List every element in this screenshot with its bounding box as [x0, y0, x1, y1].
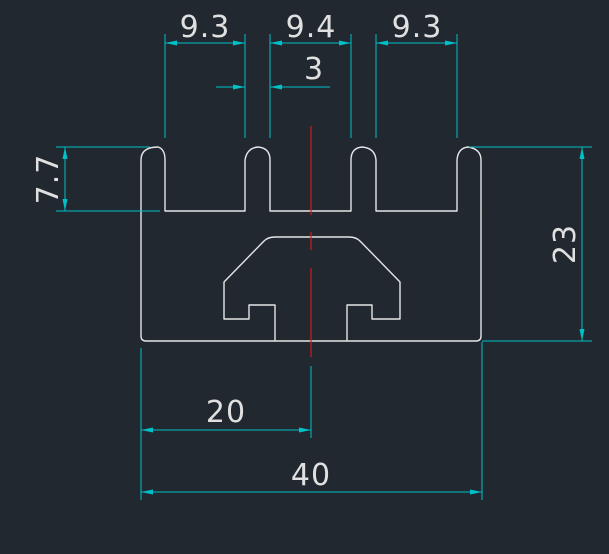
dim-half-width: 20 [206, 395, 246, 430]
dim-slot-depth: 7.7 [31, 154, 66, 205]
profile-outline [140, 146, 482, 342]
dim-overall-width: 40 [291, 458, 331, 493]
overall-height-dimension: 23 [469, 146, 592, 342]
dim-slot-width-middle: 9.4 [286, 10, 337, 45]
half-width-dimension: 20 [140, 348, 312, 438]
dim-overall-height: 23 [548, 224, 583, 264]
profile-outer-contour [140, 146, 482, 342]
dim-slot-width-right: 9.3 [392, 10, 443, 45]
dim-slot-width-left: 9.3 [180, 10, 231, 45]
profile-inner-t-slot [223, 236, 401, 341]
overall-width-dimension: 40 [140, 342, 483, 500]
slot-depth-dimension: 7.7 [31, 146, 160, 212]
dim-tooth-gap: 3 [304, 52, 324, 87]
tooth-gap-dimension: 3 [216, 52, 330, 90]
top-dimensions: 9.3 9.4 9.3 [164, 10, 458, 138]
